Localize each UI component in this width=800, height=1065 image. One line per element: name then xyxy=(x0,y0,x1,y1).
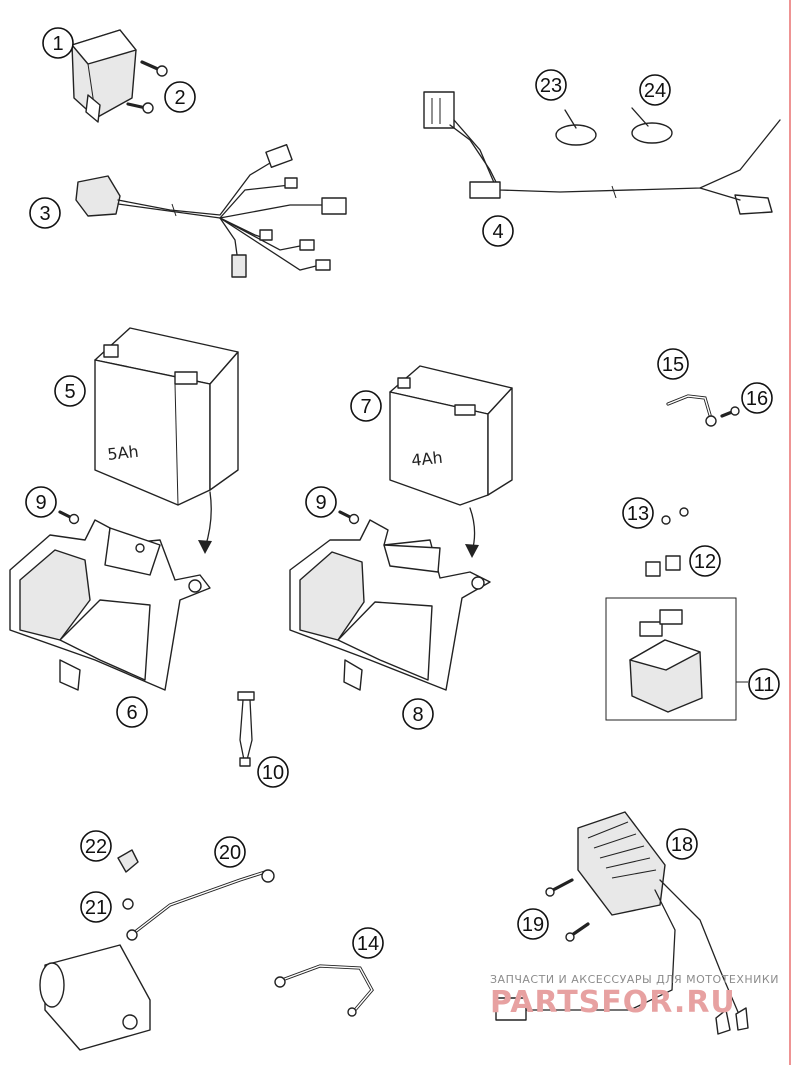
svg-text:11: 11 xyxy=(754,674,775,696)
insert-arrows xyxy=(198,491,479,558)
svg-text:7: 7 xyxy=(360,396,371,418)
part-19-screws xyxy=(545,878,590,942)
part-23-cable-tie xyxy=(555,109,597,146)
part-21-nut xyxy=(122,898,134,910)
svg-text:1: 1 xyxy=(52,33,63,55)
callout-15: 15 xyxy=(657,348,689,380)
part-13-screws xyxy=(661,507,689,525)
callout-3: 3 xyxy=(29,197,61,229)
part-15-ground-cable xyxy=(666,394,717,427)
part-5-battery: 5Ah xyxy=(94,327,239,506)
part-14-cable xyxy=(274,964,374,1017)
callout-13: 13 xyxy=(622,497,654,529)
callout-22: 22 xyxy=(80,830,112,862)
part-7-battery: 4Ah xyxy=(389,365,513,506)
callout-2: 2 xyxy=(164,81,196,113)
part-2-screws xyxy=(126,60,168,114)
part-11-starter-relay xyxy=(629,609,703,713)
part-11-frame xyxy=(605,597,737,721)
svg-text:20: 20 xyxy=(219,842,241,864)
svg-text:12: 12 xyxy=(694,551,716,573)
svg-text:24: 24 xyxy=(644,80,666,102)
callout-21: 21 xyxy=(80,891,112,923)
part-9-screw xyxy=(338,510,360,525)
callout-24: 24 xyxy=(639,74,671,106)
part-8-battery-box xyxy=(289,519,491,691)
watermark-tagline: ЗАПЧАСТИ И АКСЕССУАРЫ ДЛЯ МОТОТЕХНИКИ xyxy=(490,973,779,986)
svg-text:8: 8 xyxy=(412,704,423,726)
part-22-cap xyxy=(117,849,139,873)
callout-10: 10 xyxy=(257,756,289,788)
svg-text:23: 23 xyxy=(540,75,562,97)
starter-motor xyxy=(39,944,151,1051)
callout-9a: 9 xyxy=(25,486,57,518)
part-4-cable xyxy=(423,91,781,215)
callout-6: 6 xyxy=(116,696,148,728)
svg-text:19: 19 xyxy=(522,914,544,936)
part-1-relay xyxy=(71,29,137,123)
callout-12: 12 xyxy=(689,545,721,577)
callout-8: 8 xyxy=(402,698,434,730)
callout-19: 19 xyxy=(517,908,549,940)
svg-text:5: 5 xyxy=(64,381,75,403)
svg-text:2: 2 xyxy=(174,87,185,109)
battery-7-capacity: 4Ah xyxy=(410,448,443,470)
callout-16: 16 xyxy=(741,382,773,414)
callout-14: 14 xyxy=(352,927,384,959)
callout-1: 1 xyxy=(42,27,74,59)
svg-text:22: 22 xyxy=(85,836,107,858)
callout-9b: 9 xyxy=(305,486,337,518)
svg-text:6: 6 xyxy=(126,702,137,724)
svg-text:14: 14 xyxy=(357,933,379,955)
part-3-wiring-harness xyxy=(75,144,347,278)
battery-5-capacity: 5Ah xyxy=(106,442,139,464)
svg-text:15: 15 xyxy=(662,354,684,376)
part-20-starter-cable xyxy=(126,869,275,941)
callout-11: 11 xyxy=(748,668,780,700)
callout-5: 5 xyxy=(54,375,86,407)
part-18-regulator xyxy=(495,811,749,1035)
callout-18: 18 xyxy=(666,828,698,860)
part-12-fuses xyxy=(645,555,681,577)
part-24-cable-tie xyxy=(631,107,673,144)
svg-text:21: 21 xyxy=(85,897,107,919)
svg-text:4: 4 xyxy=(492,221,503,243)
svg-text:9: 9 xyxy=(35,492,46,514)
watermark-brand: PARTSFOR.RU xyxy=(490,985,736,1020)
part-16-screw xyxy=(720,406,740,418)
svg-text:18: 18 xyxy=(671,834,693,856)
part-10-fuse-holder xyxy=(237,691,255,767)
svg-text:9: 9 xyxy=(315,492,326,514)
svg-text:16: 16 xyxy=(746,388,768,410)
callout-7: 7 xyxy=(350,390,382,422)
callout-4: 4 xyxy=(482,215,514,247)
part-9-screw xyxy=(58,510,80,525)
svg-text:3: 3 xyxy=(39,203,50,225)
svg-text:10: 10 xyxy=(262,762,284,784)
callout-23: 23 xyxy=(535,69,567,101)
svg-text:13: 13 xyxy=(627,503,649,525)
callout-20: 20 xyxy=(214,836,246,868)
part-6-battery-box xyxy=(9,519,211,691)
